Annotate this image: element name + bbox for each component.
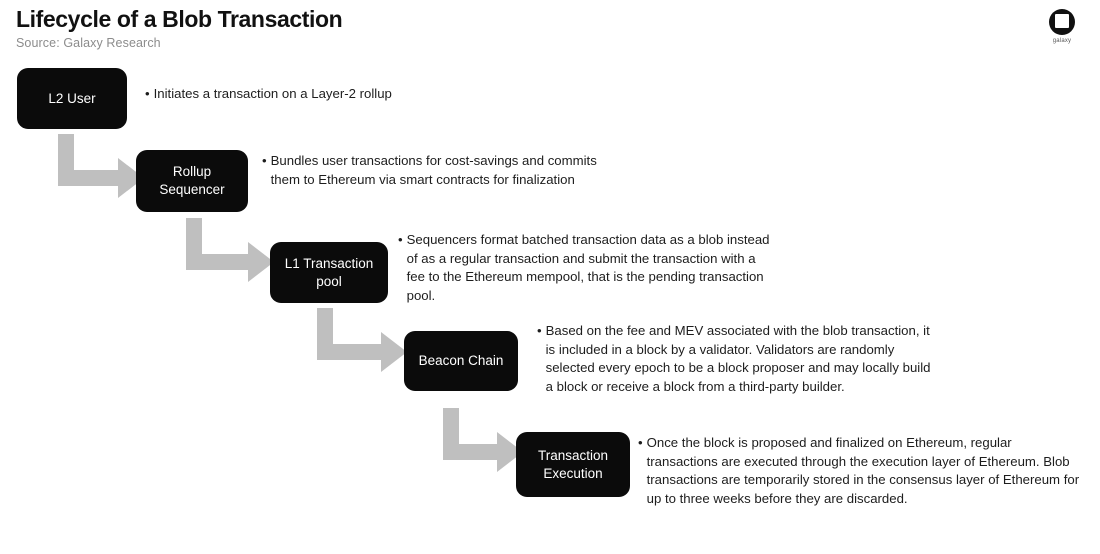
galaxy-logo: galaxy [1041, 9, 1083, 44]
node-l2-user-label: L2 User [48, 90, 96, 106]
logo-square-shape [1053, 12, 1071, 30]
node-l1-transaction-pool-label: L1 Transaction pool [284, 255, 374, 289]
page-title: Lifecycle of a Blob Transaction [16, 6, 343, 32]
node-l2-user[interactable]: L2 User [17, 68, 127, 129]
connector-2-arrow [186, 218, 274, 282]
bullet-icon-2: • [262, 153, 267, 168]
header: Lifecycle of a Blob Transaction Source: … [16, 6, 916, 50]
connector-3-arrow [317, 308, 407, 372]
description-rollup-sequencer-text: Bundles user transactions for cost-savin… [270, 153, 597, 187]
description-beacon-chain: • Based on the fee and MEV associated wi… [537, 322, 937, 397]
description-l1-transaction-pool-text: Sequencers format batched transaction da… [406, 232, 770, 304]
description-rollup-sequencer: • Bundles user transactions for cost-sav… [262, 152, 607, 189]
node-beacon-chain[interactable]: Beacon Chain [404, 331, 518, 391]
source-subtitle: Source: Galaxy Research [16, 36, 161, 51]
bullet-icon-3: • [398, 232, 403, 247]
bullet-icon-1: • [145, 86, 150, 101]
galaxy-logo-mark-icon [1049, 9, 1075, 35]
node-rollup-sequencer[interactable]: Rollup Sequencer [136, 150, 248, 212]
description-beacon-chain-text: Based on the fee and MEV associated with… [545, 323, 931, 395]
node-beacon-chain-label: Beacon Chain [418, 353, 504, 369]
connector-4-arrow [443, 408, 523, 472]
description-l2-user-text: Initiates a transaction on a Layer-2 rol… [153, 86, 392, 101]
bullet-icon-5: • [638, 435, 643, 450]
bullet-icon-4: • [537, 323, 542, 338]
node-l1-transaction-pool[interactable]: L1 Transaction pool [270, 242, 388, 303]
node-rollup-sequencer-label: Rollup Sequencer [159, 164, 225, 197]
logo-wordmark: galaxy [1052, 38, 1072, 44]
description-transaction-execution-text: Once the block is proposed and finalized… [646, 435, 1080, 507]
description-transaction-execution: • Once the block is proposed and finaliz… [638, 434, 1083, 509]
description-l1-transaction-pool: • Sequencers format batched transaction … [398, 231, 773, 306]
description-l2-user: • Initiates a transaction on a Layer-2 r… [145, 85, 565, 104]
node-transaction-execution-label: Transaction Execution [537, 447, 609, 481]
connector-1-arrow [58, 134, 144, 198]
node-transaction-execution[interactable]: Transaction Execution [516, 432, 630, 497]
